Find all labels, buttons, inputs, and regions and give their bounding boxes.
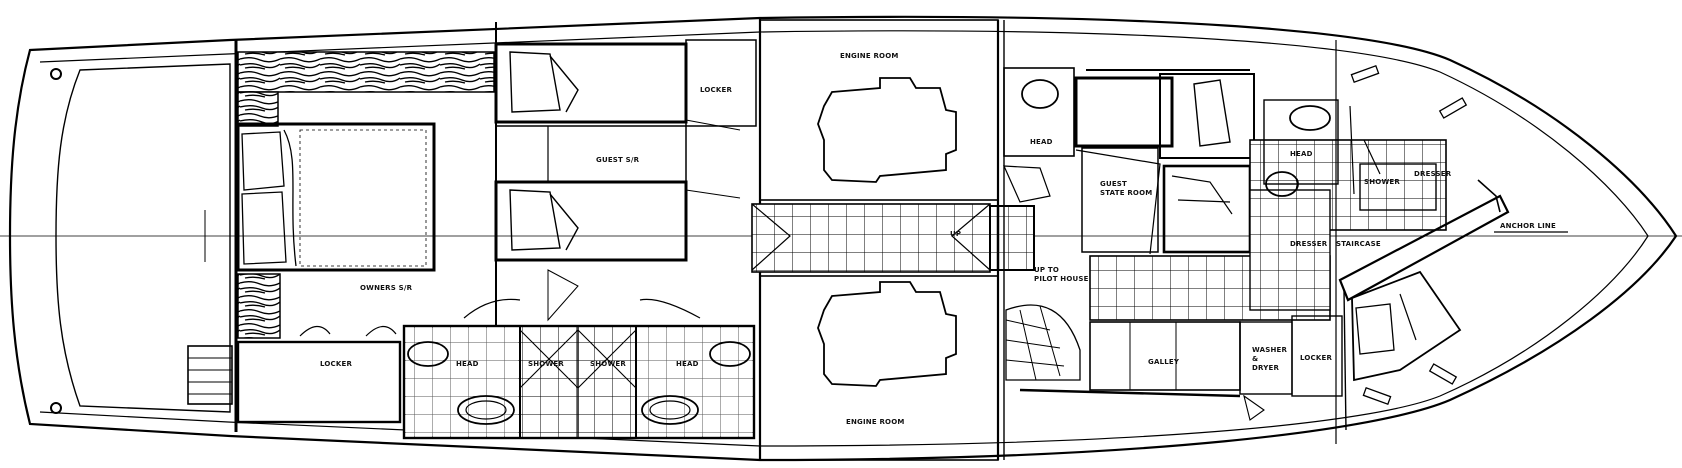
locker-fwd-label: LOCKER [1300,354,1333,362]
owners-stateroom: OWNERS S/R LOCKER [234,40,495,432]
shower-a-label: SHOWER [528,360,564,368]
owners-sr-label: OWNERS S/R [360,284,413,292]
aft-heads: HEAD SHOWER SHOWER HEAD [402,269,756,440]
locker-mid-label: LOCKER [700,86,733,94]
transom-steps [187,345,233,405]
head-fwd-label: HEAD [1030,138,1053,146]
locker-aft-label: LOCKER [320,360,353,368]
guest-stateroom: GUEST S/R LOCKER [494,22,757,430]
staircase-label: STAIRCASE [1336,240,1381,248]
portlights [1350,64,1468,406]
galley-label: GALLEY [1148,358,1180,366]
hull-outline [0,15,1682,462]
guest-sr-label: GUEST S/R [596,156,640,164]
anchor-line-label: ANCHOR LINE [1500,222,1556,230]
shower-bow-label: SHOWER [1364,178,1400,186]
head-stbd-label: HEAD [676,360,699,368]
forward-head: HEAD [1003,67,1075,203]
bulkheads [1003,20,1337,460]
dresser-b-label: DRESSER [1414,170,1452,178]
head-bow-label: HEAD [1290,150,1313,158]
washer-dryer-label: WASHER&DRYER [1252,346,1288,372]
engine-room-upper-label: ENGINE ROOM [840,52,899,60]
engine-room-lower-label: ENGINE ROOM [846,418,905,426]
pillows [241,129,297,267]
bow-section: DRESSER STAIRCASE HEAD SHOWER DRESSER AN… [1249,99,1568,431]
shower-b-label: SHOWER [590,360,626,368]
up-label: UP [950,230,961,238]
head-port-label: HEAD [456,360,479,368]
central-corridor: UP [751,203,1035,273]
dresser-a-label: DRESSER [1290,240,1328,248]
